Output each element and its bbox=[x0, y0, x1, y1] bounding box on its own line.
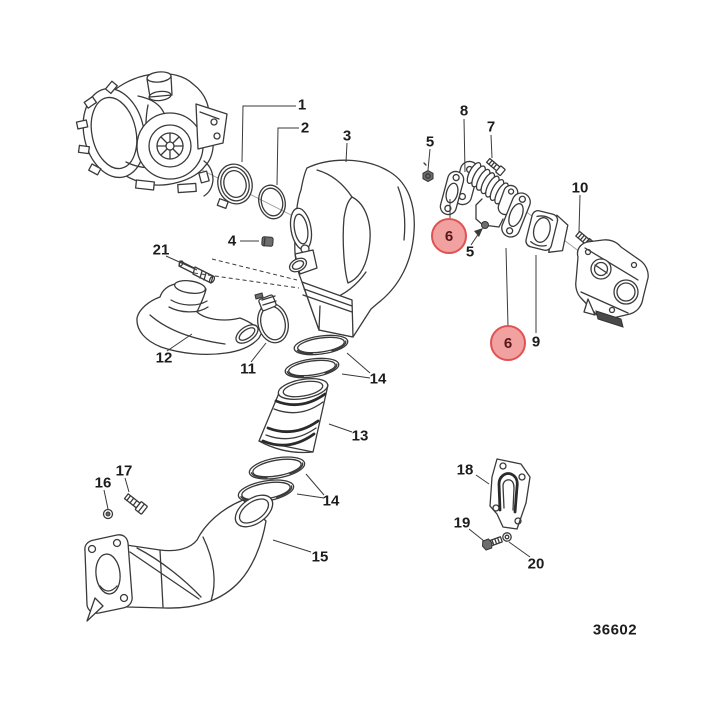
callout-label-13: 13 bbox=[351, 427, 369, 445]
hose-12-art bbox=[136, 280, 263, 355]
washer-20-art bbox=[502, 532, 512, 542]
drawing-number: 36602 bbox=[592, 621, 638, 639]
gasket-6-upper-art bbox=[439, 170, 465, 216]
clamp-ring-1-art bbox=[216, 163, 253, 210]
highlighted-callout-6-lower[interactable]: 6 bbox=[490, 325, 526, 361]
valve-body-art bbox=[575, 239, 649, 328]
turbocharger-art bbox=[75, 71, 228, 197]
leader-lines bbox=[103, 105, 581, 558]
bolt-19-art bbox=[482, 536, 503, 551]
bellows-13-art bbox=[258, 378, 329, 454]
bolt-17-art bbox=[123, 493, 148, 515]
callout-label-20: 20 bbox=[527, 555, 545, 573]
bolt-7-art bbox=[485, 157, 506, 176]
plate-18-art bbox=[489, 458, 531, 530]
callout-label-9: 9 bbox=[531, 333, 541, 351]
highlighted-callout-6-upper-label: 6 bbox=[444, 227, 454, 245]
callout-label-8: 8 bbox=[459, 102, 469, 120]
exhaust-elbow-3-art bbox=[288, 159, 415, 338]
callout-label-5-upper: 5 bbox=[425, 133, 435, 151]
callout-label-3: 3 bbox=[342, 127, 352, 145]
callout-label-14-lower: 14 bbox=[322, 492, 340, 510]
gasket-6-lower-art bbox=[501, 192, 531, 238]
callout-label-4: 4 bbox=[227, 232, 237, 250]
rings-14-lower-art bbox=[237, 456, 306, 503]
exhaust-pipe-15-art bbox=[84, 494, 274, 622]
callout-label-17: 17 bbox=[115, 462, 133, 480]
callout-label-14-upper: 14 bbox=[369, 370, 387, 388]
callout-label-15: 15 bbox=[311, 548, 329, 566]
retainer-screw-5 bbox=[481, 221, 489, 229]
rings-14-upper-art bbox=[284, 334, 349, 379]
washer-16-art bbox=[102, 508, 114, 520]
callout-label-11: 11 bbox=[240, 360, 256, 378]
callout-label-18: 18 bbox=[456, 461, 474, 479]
hose-clamp-11-art bbox=[254, 292, 289, 344]
callout-label-16: 16 bbox=[94, 474, 112, 492]
flex-bellows-8-art bbox=[466, 161, 519, 216]
callout-label-19: 19 bbox=[453, 514, 471, 532]
seal-ring-2-art bbox=[258, 184, 286, 220]
callout-label-7: 7 bbox=[486, 118, 496, 136]
nut-5-art bbox=[422, 162, 434, 183]
highlighted-callout-6-upper[interactable]: 6 bbox=[431, 218, 467, 254]
retainer-wire-art bbox=[475, 198, 504, 229]
spacer-9-art bbox=[525, 210, 569, 253]
callout-label-5-lower: 5 bbox=[465, 243, 475, 261]
callout-label-21: 21 bbox=[152, 241, 170, 259]
plug-4-art bbox=[261, 236, 274, 247]
callout-label-12: 12 bbox=[155, 349, 173, 367]
callout-label-2: 2 bbox=[300, 119, 310, 137]
highlighted-callout-6-lower-label: 6 bbox=[503, 334, 513, 352]
callout-label-1: 1 bbox=[297, 96, 307, 114]
callout-label-10: 10 bbox=[571, 179, 589, 197]
